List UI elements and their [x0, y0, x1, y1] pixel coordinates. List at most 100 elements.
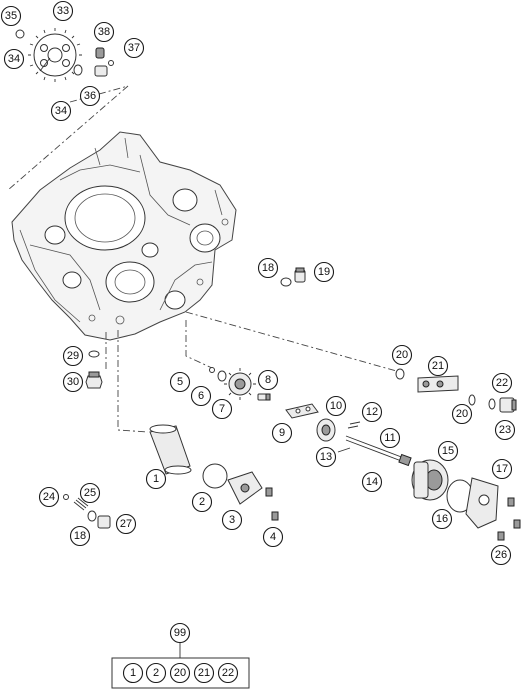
svg-text:34: 34: [55, 105, 67, 117]
svg-text:8: 8: [265, 374, 271, 386]
svg-text:29: 29: [67, 350, 79, 362]
callout-12: 12: [361, 401, 383, 423]
svg-text:2: 2: [153, 667, 159, 679]
svg-text:36: 36: [84, 90, 96, 102]
callout-36: 36: [79, 85, 101, 107]
svg-text:38: 38: [98, 26, 110, 38]
oil-filter-group: [149, 424, 279, 521]
callout-9: 9: [271, 422, 293, 444]
callout-35: 35: [0, 5, 22, 27]
callout-6: 6: [190, 385, 212, 407]
drain-plug: [85, 350, 103, 389]
svg-text:26: 26: [495, 549, 507, 561]
callout-29: 29: [62, 345, 84, 367]
callout-20-top: 20: [391, 344, 413, 366]
callout-2: 2: [191, 491, 213, 513]
svg-text:30: 30: [67, 376, 79, 388]
svg-text:25: 25: [84, 487, 96, 499]
svg-text:23: 23: [499, 424, 511, 436]
callout-18-top: 18: [257, 257, 279, 279]
svg-text:20: 20: [396, 349, 408, 361]
pump-gear-assembly: [209, 367, 271, 401]
svg-text:3: 3: [229, 514, 235, 526]
kit-item-21: 21: [193, 662, 215, 684]
svg-text:19: 19: [318, 266, 330, 278]
svg-text:7: 7: [219, 403, 225, 415]
callout-20-bottom: 20: [451, 403, 473, 425]
svg-text:1: 1: [130, 667, 136, 679]
callout-33: 33: [52, 0, 74, 22]
svg-text:34: 34: [8, 53, 20, 65]
callout-1: 1: [145, 468, 167, 490]
callout-18-bottom: 18: [69, 525, 91, 547]
callout-7: 7: [211, 398, 233, 420]
svg-text:33: 33: [57, 5, 69, 17]
callout-3: 3: [221, 509, 243, 531]
engine-crankcase: [11, 131, 237, 341]
kit-item-22: 22: [217, 662, 239, 684]
svg-text:4: 4: [270, 531, 276, 543]
callout-8: 8: [257, 369, 279, 391]
pump-shaft-assembly: [285, 403, 412, 467]
svg-text:9: 9: [279, 427, 285, 439]
callout-34-top: 34: [3, 48, 25, 70]
callout-13: 13: [315, 446, 337, 468]
callout-21: 21: [427, 355, 449, 377]
callout-4: 4: [262, 526, 284, 548]
svg-text:13: 13: [320, 451, 332, 463]
svg-text:17: 17: [496, 463, 508, 475]
shaft-and-seals: [395, 368, 517, 413]
svg-text:22: 22: [496, 377, 508, 389]
callout-99: 99: [169, 622, 191, 644]
svg-text:16: 16: [436, 513, 448, 525]
callout-16: 16: [431, 508, 453, 530]
pressure-relief-valve: [63, 494, 111, 529]
svg-text:15: 15: [442, 445, 454, 457]
callout-30: 30: [62, 371, 84, 393]
sprocket-teeth: [28, 28, 82, 82]
callout-17: 17: [491, 458, 513, 480]
svg-text:20: 20: [174, 667, 186, 679]
svg-text:22: 22: [222, 667, 234, 679]
svg-text:6: 6: [198, 390, 204, 402]
callout-26: 26: [490, 544, 512, 566]
svg-text:14: 14: [366, 476, 378, 488]
svg-text:37: 37: [128, 42, 140, 54]
svg-text:21: 21: [198, 667, 210, 679]
callout-37: 37: [123, 37, 145, 59]
svg-text:99: 99: [174, 627, 186, 639]
svg-text:18: 18: [262, 262, 274, 274]
oil-pump-sprocket-group: [15, 28, 114, 82]
svg-text:11: 11: [384, 432, 395, 444]
svg-text:10: 10: [330, 400, 342, 412]
svg-text:1: 1: [153, 473, 159, 485]
svg-text:20: 20: [456, 408, 468, 420]
callout-15: 15: [437, 440, 459, 462]
plug-with-seal: [280, 267, 306, 287]
callout-27: 27: [115, 513, 137, 535]
callout-25: 25: [79, 482, 101, 504]
callout-11: 11: [379, 427, 401, 449]
callout-22: 22: [491, 372, 513, 394]
callout-38: 38: [93, 21, 115, 43]
svg-text:18: 18: [74, 530, 86, 542]
callout-24: 24: [38, 486, 60, 508]
kit-item-1: 1: [122, 662, 144, 684]
svg-text:21: 21: [432, 360, 444, 372]
kit-item-2: 2: [145, 662, 167, 684]
callout-19: 19: [313, 261, 335, 283]
svg-text:5: 5: [177, 376, 183, 388]
callout-23: 23: [494, 419, 516, 441]
callout-10: 10: [325, 395, 347, 417]
svg-text:2: 2: [199, 496, 205, 508]
callout-34-bottom: 34: [50, 100, 72, 122]
svg-text:24: 24: [43, 491, 55, 503]
callout-14: 14: [361, 471, 383, 493]
pump-housing-and-cover: [411, 459, 521, 541]
callout-5: 5: [169, 371, 191, 393]
kit-item-20: 20: [169, 662, 191, 684]
svg-text:12: 12: [366, 406, 378, 418]
svg-text:35: 35: [5, 10, 17, 22]
svg-text:27: 27: [120, 518, 132, 530]
